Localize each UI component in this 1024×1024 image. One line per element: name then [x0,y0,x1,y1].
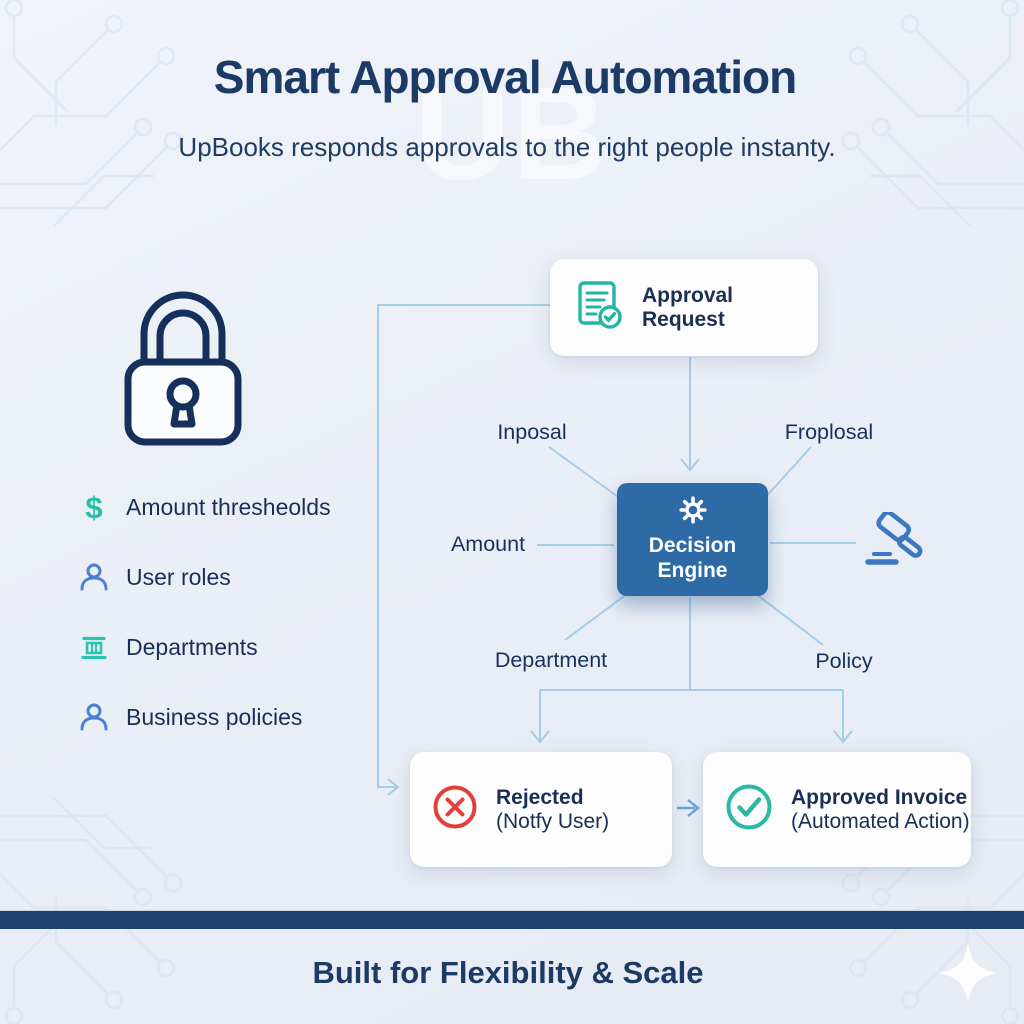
flow-node-rejected: Rejected (Notfy User) [410,752,672,867]
flow-node-text: Approved Invoice (Automated Action) [791,786,970,834]
page-subtitle: UpBooks responds approvals to the right … [178,132,836,162]
list-item: Business policies [76,696,376,738]
flow-input-label: Inposal [497,420,567,444]
flow-node-text: Rejected (Notfy User) [496,786,609,834]
flow-input-label: Department [494,648,608,672]
criteria-list: $ Amount thresheolds User roles [76,486,376,766]
list-item: $ Amount thresheolds [76,486,376,528]
user-icon [76,702,112,732]
sparkle-icon [938,942,998,1004]
flow-node-label: Approval Request [642,283,734,331]
divider-bar [0,910,1024,929]
list-item-label: Amount thresheolds [126,493,331,520]
flow-node-title: Rejected [496,785,584,809]
gear-icon [678,496,707,529]
circuit-pattern-icon [0,797,226,1024]
flow-node-decision-engine: Decision Engine [617,483,768,596]
flow-node-approval-request: Approval Request [550,259,818,356]
circle-check-icon [725,783,773,836]
list-item-label: Departments [126,633,258,660]
brand-watermark: UB [414,60,610,207]
document-check-icon [576,279,624,336]
flow-node-subtitle: (Notfy User) [496,809,610,833]
page-title: Smart Approval Automation [213,51,797,103]
user-icon [76,562,112,592]
dollar-icon: $ [85,489,103,525]
list-item-label: Business policies [126,703,303,730]
list-item-label: User roles [126,563,231,590]
lock-icon [120,278,246,446]
flow-node-label: Decision Engine [648,534,737,582]
flow-input-label: Policy [815,649,873,673]
flow-node-approved: Approved Invoice (Automated Action) [703,752,971,867]
list-item: Departments [76,626,376,668]
flow-node-title: Approved Invoice [791,785,968,809]
circuit-pattern-icon [0,0,226,227]
flow-input-label: Froplosal [784,420,874,444]
list-item: User roles [76,556,376,598]
footer-tagline: Built for Flexibility & Scale [312,955,704,990]
circuit-pattern-icon [798,0,1024,227]
circle-x-icon [432,784,478,835]
flow-input-label: Amount [450,532,526,556]
flow-node-subtitle: (Automated Action) [791,809,970,833]
gavel-icon [862,510,928,572]
bank-icon [76,632,112,662]
